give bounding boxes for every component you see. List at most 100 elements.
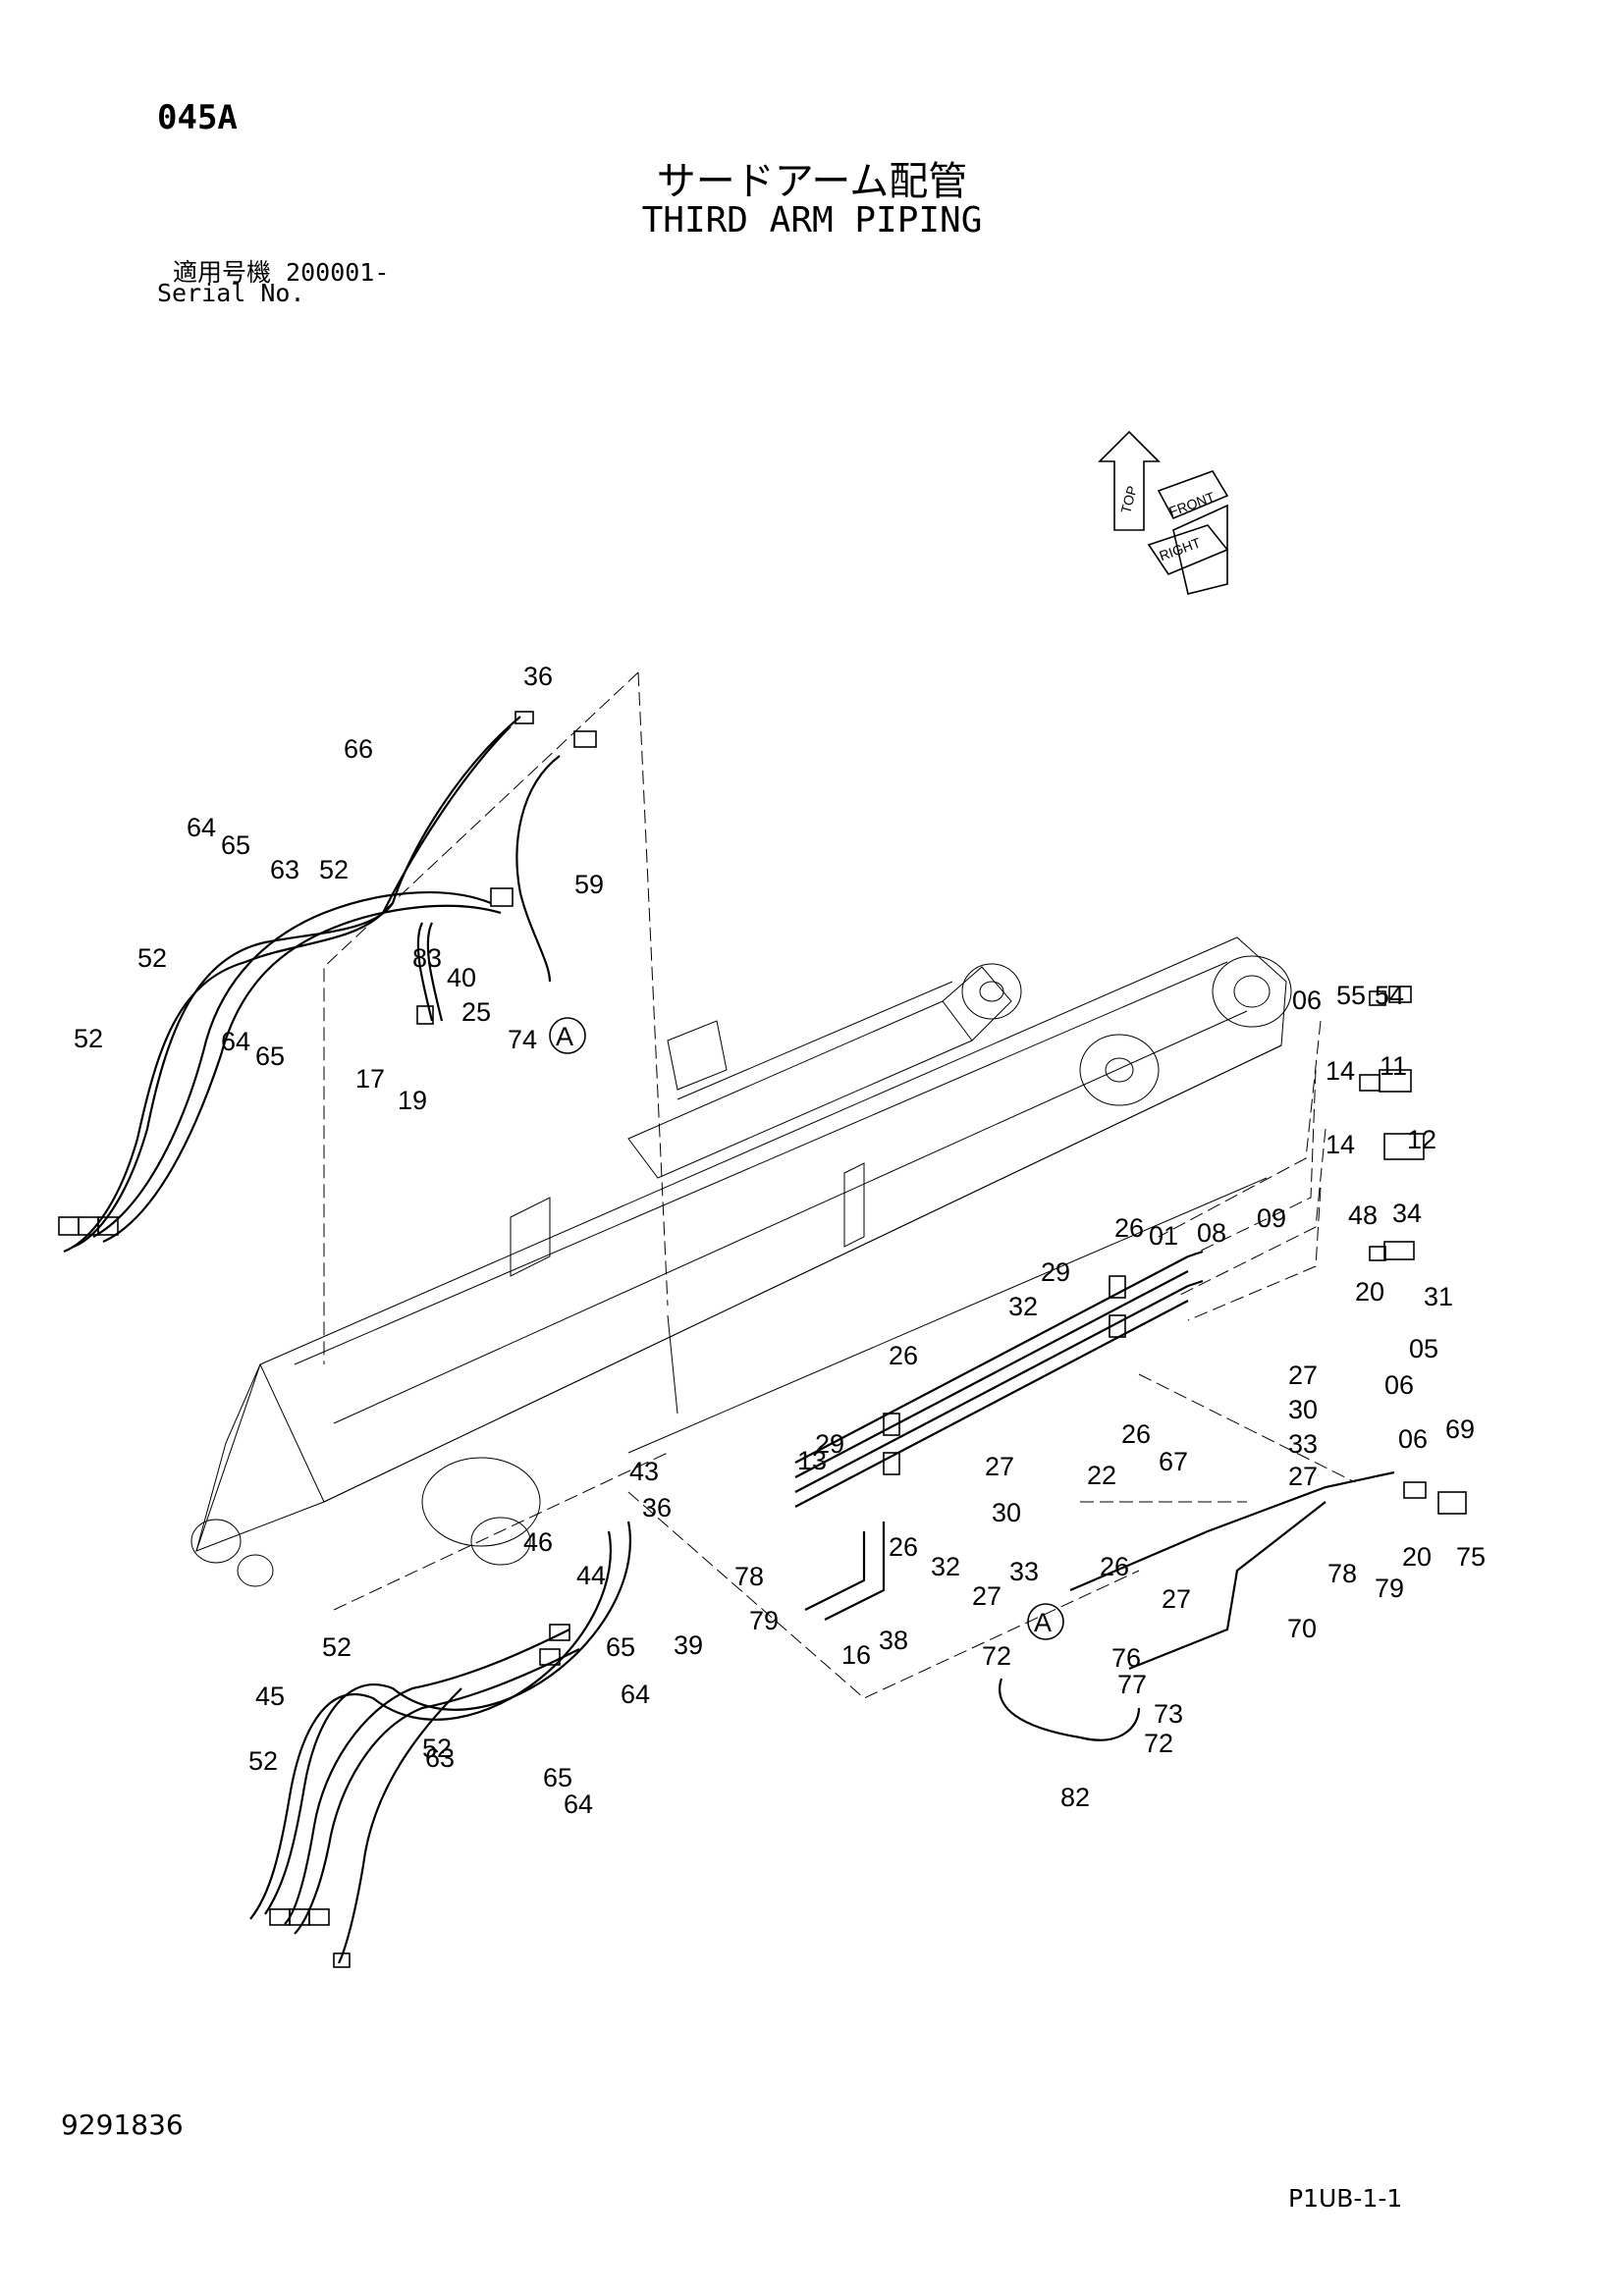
callout-44: 44 bbox=[576, 1561, 606, 1590]
callout-29: 29 bbox=[1041, 1257, 1070, 1287]
callout-65: 65 bbox=[221, 830, 250, 860]
orientation-label-top: TOP bbox=[1117, 484, 1140, 515]
serial-range-japanese: 適用号機 200001- bbox=[173, 258, 390, 287]
callout-08: 08 bbox=[1197, 1218, 1226, 1248]
callout-59: 59 bbox=[574, 870, 604, 899]
callout-64: 64 bbox=[564, 1789, 593, 1819]
callout-14: 14 bbox=[1326, 1056, 1355, 1086]
callout-66: 66 bbox=[344, 734, 373, 764]
callout-34: 34 bbox=[1392, 1199, 1422, 1228]
callout-36: 36 bbox=[642, 1493, 672, 1522]
callout-27: 27 bbox=[985, 1452, 1014, 1481]
callout-75: 75 bbox=[1456, 1542, 1486, 1572]
callout-30: 30 bbox=[1288, 1395, 1318, 1424]
callout-52: 52 bbox=[248, 1746, 278, 1776]
callout-09: 09 bbox=[1257, 1203, 1286, 1233]
callout-54: 54 bbox=[1375, 981, 1404, 1010]
callout-26: 26 bbox=[1121, 1419, 1151, 1449]
callout-05: 05 bbox=[1409, 1334, 1438, 1363]
callout-27: 27 bbox=[1288, 1361, 1318, 1390]
callout-29: 29 bbox=[815, 1429, 844, 1459]
lower-hose-group bbox=[249, 1521, 631, 1968]
page-title-japanese: サードアーム配管 bbox=[656, 159, 968, 204]
callout-39: 39 bbox=[674, 1630, 703, 1660]
callout-26: 26 bbox=[889, 1341, 918, 1370]
callout-43: 43 bbox=[629, 1457, 659, 1486]
callout-26: 26 bbox=[889, 1532, 918, 1562]
callout-52: 52 bbox=[319, 855, 349, 884]
callout-27: 27 bbox=[972, 1581, 1001, 1611]
callout-25: 25 bbox=[461, 997, 491, 1027]
callout-19: 19 bbox=[398, 1086, 427, 1115]
callout-27: 27 bbox=[1162, 1584, 1191, 1614]
callout-32: 32 bbox=[1008, 1292, 1038, 1321]
callout-06: 06 bbox=[1292, 986, 1322, 1015]
callout-13: 13 bbox=[797, 1446, 827, 1475]
leader-lines bbox=[323, 671, 1356, 1699]
page-title: THIRD ARM PIPING bbox=[641, 200, 983, 240]
callout-36: 36 bbox=[523, 662, 553, 691]
pipe-bundle bbox=[794, 986, 1467, 1741]
page-reference: P1UB-1-1 bbox=[1288, 2184, 1403, 2213]
callout-22: 22 bbox=[1087, 1461, 1116, 1490]
callout-82: 82 bbox=[1060, 1783, 1090, 1812]
callout-27: 27 bbox=[1288, 1462, 1318, 1491]
callout-32: 32 bbox=[931, 1552, 960, 1581]
callout-73: 73 bbox=[1154, 1699, 1183, 1729]
upper-hose-group bbox=[58, 711, 597, 1254]
detail-markers: A A bbox=[549, 1017, 1064, 1640]
detail-marker-a-lower: A bbox=[1034, 1608, 1052, 1637]
callout-77: 77 bbox=[1117, 1670, 1147, 1699]
callout-52: 52 bbox=[322, 1632, 352, 1662]
callout-52: 52 bbox=[422, 1734, 452, 1763]
callout-83: 83 bbox=[412, 943, 442, 973]
callout-64: 64 bbox=[621, 1680, 650, 1709]
callout-48: 48 bbox=[1348, 1201, 1378, 1230]
callout-20: 20 bbox=[1355, 1277, 1384, 1307]
callout-11: 11 bbox=[1380, 1051, 1407, 1081]
callout-26: 26 bbox=[1100, 1552, 1129, 1581]
serial-label: Serial No. bbox=[157, 279, 305, 307]
callout-79: 79 bbox=[1375, 1574, 1404, 1603]
callout-30: 30 bbox=[992, 1498, 1021, 1527]
orientation-label-front: FRONT bbox=[1166, 489, 1217, 520]
callout-63: 63 bbox=[270, 855, 299, 884]
hydraulic-cylinder bbox=[627, 963, 1022, 1179]
callout-45: 45 bbox=[255, 1682, 285, 1711]
callout-16: 16 bbox=[841, 1640, 871, 1670]
callout-78: 78 bbox=[734, 1562, 764, 1591]
callout-79: 79 bbox=[749, 1606, 779, 1635]
callout-20: 20 bbox=[1402, 1542, 1432, 1572]
callout-65: 65 bbox=[543, 1763, 572, 1792]
callout-06: 06 bbox=[1398, 1424, 1428, 1454]
callout-31: 31 bbox=[1424, 1282, 1453, 1311]
callout-64: 64 bbox=[221, 1027, 250, 1056]
callout-06: 06 bbox=[1384, 1370, 1414, 1400]
callout-40: 40 bbox=[447, 963, 476, 992]
callout-70: 70 bbox=[1287, 1614, 1317, 1643]
callout-65: 65 bbox=[255, 1041, 285, 1071]
callout-76: 76 bbox=[1111, 1643, 1141, 1673]
callout-65: 65 bbox=[606, 1632, 635, 1662]
callout-14: 14 bbox=[1326, 1130, 1355, 1159]
callout-55: 55 bbox=[1336, 981, 1366, 1010]
callout-01: 01 bbox=[1149, 1221, 1178, 1251]
page-code: 045A bbox=[157, 98, 238, 137]
callout-63: 63 bbox=[425, 1743, 455, 1773]
callout-52: 52 bbox=[74, 1024, 103, 1053]
callout-17: 17 bbox=[355, 1064, 385, 1094]
callout-72: 72 bbox=[1144, 1729, 1173, 1758]
callout-12: 12 bbox=[1407, 1125, 1436, 1154]
orientation-compass-icon: TOP FRONT RIGHT bbox=[1098, 430, 1229, 595]
document-number: 9291836 bbox=[61, 2109, 184, 2141]
callout-46: 46 bbox=[523, 1527, 553, 1557]
callout-38: 38 bbox=[879, 1626, 908, 1655]
third-arm-body bbox=[190, 936, 1292, 1587]
callout-72: 72 bbox=[982, 1641, 1011, 1671]
callout-26: 26 bbox=[1114, 1213, 1144, 1243]
callout-67: 67 bbox=[1159, 1447, 1188, 1476]
callout-33: 33 bbox=[1288, 1429, 1318, 1459]
callout-64: 64 bbox=[187, 813, 216, 842]
